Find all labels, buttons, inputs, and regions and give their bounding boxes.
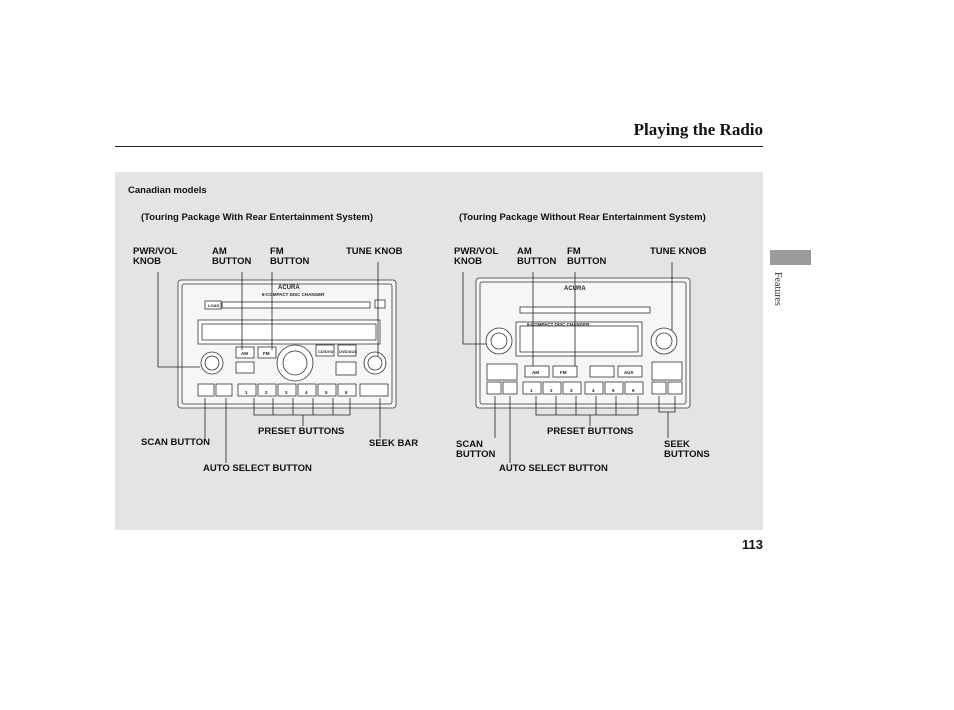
- left-label-auto-select: AUTO SELECT BUTTON: [203, 463, 312, 474]
- left-am-key: AM: [241, 351, 248, 356]
- right-label-seek: SEEK BUTTONS: [664, 439, 710, 460]
- left-preset-4: 4: [305, 390, 308, 395]
- section-tab: [770, 250, 811, 265]
- left-preset-1: 1: [245, 390, 248, 395]
- left-disc-key: CD/DVD: [318, 349, 333, 354]
- page-number: 113: [742, 537, 763, 552]
- left-preset-3: 3: [285, 390, 288, 395]
- right-preset-6: 6: [632, 388, 635, 393]
- left-aux-key: DVD/AUX: [339, 349, 357, 354]
- right-caption: (Touring Package Without Rear Entertainm…: [459, 212, 706, 223]
- left-label-preset: PRESET BUTTONS: [258, 426, 345, 437]
- left-caption: (Touring Package With Rear Entertainment…: [141, 212, 374, 223]
- right-aux-key: AUX: [624, 370, 634, 375]
- left-label-am: AM BUTTON: [212, 246, 252, 267]
- left-preset-5: 5: [325, 390, 328, 395]
- left-label-scan: SCAN BUTTON: [141, 437, 210, 448]
- right-label-preset: PRESET BUTTONS: [547, 426, 634, 437]
- left-unit-brand: ACURA: [278, 285, 300, 291]
- left-preset-6: 6: [345, 390, 348, 395]
- left-fm-key: FM: [263, 351, 270, 356]
- right-label-fm: FM BUTTON: [567, 246, 607, 267]
- right-label-auto-select: AUTO SELECT BUTTON: [499, 463, 608, 474]
- left-preset-2: 2: [265, 390, 268, 395]
- left-label-pwr-vol: PWR/VOL KNOB: [133, 246, 178, 267]
- right-label-tune: TUNE KNOB: [650, 246, 707, 257]
- left-unit-changer: 6-COMPACT DISC CHANGER: [262, 292, 325, 297]
- right-preset-3: 3: [570, 388, 573, 393]
- right-leader-lines: [462, 262, 676, 463]
- left-leader-lines: [157, 262, 381, 463]
- region-note: Canadian models: [128, 185, 207, 196]
- left-label-tune: TUNE KNOB: [346, 246, 403, 257]
- right-preset-4: 4: [592, 388, 595, 393]
- right-am-key: AM: [532, 370, 539, 375]
- right-label-pwr-vol: PWR/VOL KNOB: [454, 246, 499, 267]
- right-unit-changer: 6-COMPACT DISC CHANGER: [527, 322, 590, 327]
- title-rule: [115, 146, 763, 147]
- section-label: Features: [772, 272, 783, 306]
- right-preset-2: 2: [550, 388, 553, 393]
- right-preset-5: 5: [612, 388, 615, 393]
- right-label-am: AM BUTTON: [517, 246, 557, 267]
- left-label-seek: SEEK BAR: [369, 438, 419, 449]
- right-preset-1: 1: [530, 388, 533, 393]
- left-radio-unit: [177, 279, 397, 409]
- left-label-fm: FM BUTTON: [270, 246, 310, 267]
- right-radio-unit: [475, 277, 691, 409]
- right-fm-key: FM: [560, 370, 567, 375]
- right-label-scan: SCAN BUTTON: [456, 439, 496, 460]
- left-unit-load: LOAD: [208, 303, 219, 308]
- page-title: Playing the Radio: [633, 120, 763, 139]
